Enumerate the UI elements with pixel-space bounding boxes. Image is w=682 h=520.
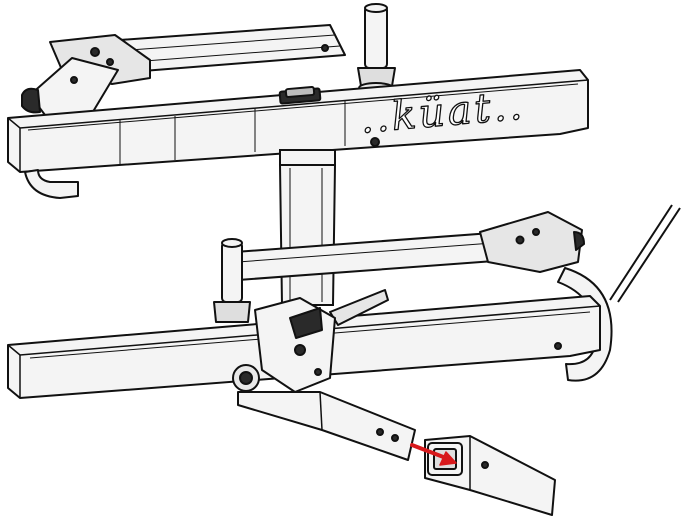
upper-left-clamp bbox=[21, 34, 151, 121]
lower-arm-bar bbox=[234, 231, 509, 281]
lower-tray bbox=[7, 204, 681, 399]
hitch-receiver bbox=[424, 435, 556, 516]
hitch-shank bbox=[237, 391, 416, 461]
lower-arm-post bbox=[213, 238, 251, 323]
center-mast bbox=[278, 149, 337, 306]
upper-arm-bar bbox=[119, 24, 346, 73]
upper-tray-body bbox=[7, 69, 589, 199]
upper-tray: ..küat.. bbox=[7, 3, 589, 199]
arrow-right-icon bbox=[410, 443, 457, 466]
upper-arm-post bbox=[357, 3, 396, 94]
hitch-lever-assembly bbox=[232, 289, 389, 393]
